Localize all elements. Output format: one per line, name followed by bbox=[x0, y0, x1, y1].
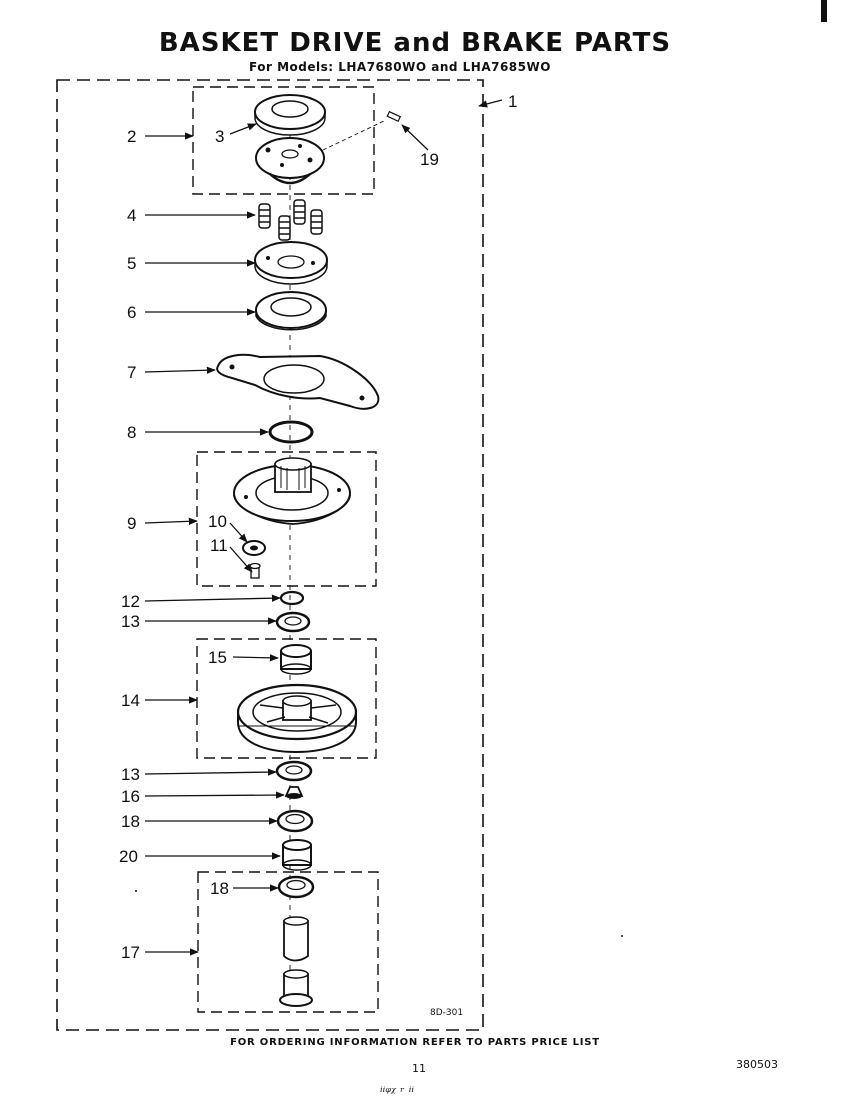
callout-2: 2 bbox=[127, 127, 136, 146]
part-16-cap bbox=[284, 786, 304, 799]
part-20-bushing bbox=[282, 839, 312, 871]
subassembly-box-9 bbox=[196, 451, 377, 587]
corner-registration-mark bbox=[821, 0, 827, 22]
part-5-plate bbox=[254, 241, 328, 285]
callout-9: 9 bbox=[127, 514, 136, 533]
callout-7: 7 bbox=[127, 363, 136, 382]
part-6-ring bbox=[255, 291, 327, 331]
subassembly-box-17 bbox=[197, 871, 379, 1013]
callout-13-lower: 13 bbox=[121, 765, 140, 784]
part-2-cam-plate bbox=[255, 137, 325, 185]
part-14-pulley bbox=[236, 683, 358, 754]
callout-19: 19 bbox=[420, 150, 439, 169]
part-18-bearing-lower bbox=[277, 875, 315, 899]
callout-13-upper: 13 bbox=[121, 612, 140, 631]
document-number: 380503 bbox=[736, 1058, 778, 1071]
models-subtitle: For Models: LHA7680WO and LHA7685WO bbox=[249, 60, 551, 74]
part-3-ring bbox=[254, 94, 326, 136]
callout-16: 16 bbox=[121, 787, 140, 806]
callout-1: 1 bbox=[508, 92, 517, 111]
part-4-springs bbox=[258, 199, 323, 241]
callout-14: 14 bbox=[121, 691, 140, 710]
callout-18-upper: 18 bbox=[121, 812, 140, 831]
callout-8: 8 bbox=[127, 423, 136, 442]
part-13-bearing-lower bbox=[275, 760, 313, 782]
page-title: BASKET DRIVE and BRAKE PARTS bbox=[158, 28, 672, 58]
assembly-outline-box bbox=[56, 79, 484, 1031]
callout-20: 20 bbox=[119, 847, 138, 866]
callout-11: 11 bbox=[210, 536, 228, 555]
part-17-tube-lower bbox=[279, 969, 313, 1007]
part-18-bearing-upper bbox=[276, 809, 314, 833]
part-8-snap-ring bbox=[268, 420, 314, 444]
callout-17: 17 bbox=[121, 943, 140, 962]
diagram-code: 8D-301 bbox=[430, 1008, 463, 1018]
part-10-washer bbox=[242, 540, 266, 556]
part-19-pin bbox=[322, 110, 402, 151]
callout-10: 10 bbox=[208, 512, 227, 531]
part-9-hub-flange bbox=[233, 457, 351, 525]
subassembly-box-2 bbox=[192, 86, 375, 195]
part-7-bracket bbox=[216, 353, 380, 410]
page-number: 11 bbox=[412, 1062, 426, 1075]
callout-4: 4 bbox=[127, 206, 136, 225]
part-13-bearing-upper bbox=[275, 611, 311, 633]
leader-lines bbox=[144, 99, 503, 956]
callout-3: 3 bbox=[215, 127, 224, 146]
part-15-bushing bbox=[280, 644, 312, 675]
part-17-tube-upper bbox=[283, 916, 309, 962]
part-12-clip bbox=[279, 590, 305, 606]
callout-18-lower: 18 bbox=[210, 879, 229, 898]
callout-6: 6 bbox=[127, 303, 136, 322]
ordering-info-footer: FOR ORDERING INFORMATION REFER TO PARTS … bbox=[230, 1037, 600, 1048]
callout-12: 12 bbox=[121, 592, 140, 611]
callout-5: 5 bbox=[127, 254, 136, 273]
callout-15: 15 bbox=[208, 648, 227, 667]
handwritten-note: ᵢᵢᵩᵪ ᵣ ᵢᵢ bbox=[380, 1081, 414, 1096]
